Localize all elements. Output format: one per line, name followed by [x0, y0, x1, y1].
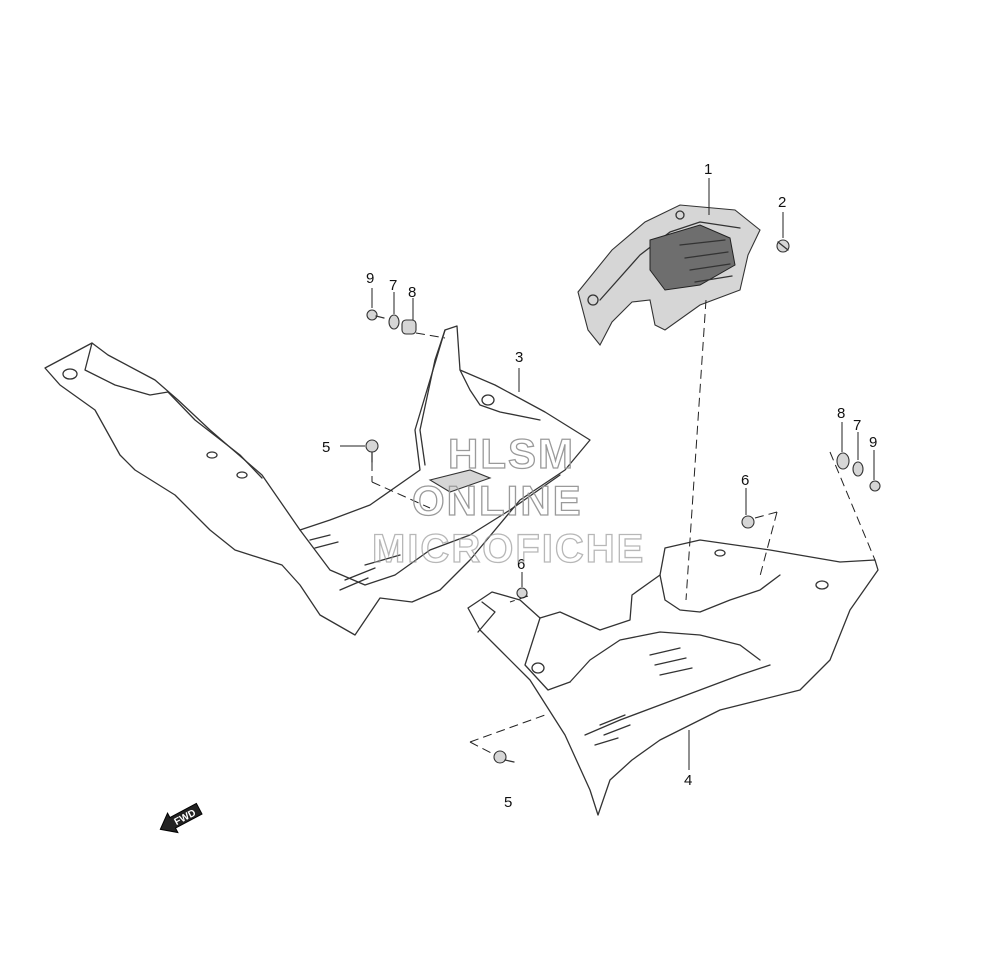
callout-3: 3 [515, 349, 523, 366]
washer-7-right [852, 461, 864, 477]
callout-8-right: 8 [837, 405, 845, 422]
callout-6-lower: 6 [517, 556, 525, 573]
watermark-line-3: MICROFICHE [372, 527, 645, 571]
callout-1: 1 [704, 161, 712, 178]
callout-4: 4 [684, 772, 692, 789]
grommet-8-right [836, 452, 850, 470]
callout-8-left: 8 [408, 284, 416, 301]
callout-7-left: 7 [389, 277, 397, 294]
callout-2: 2 [778, 194, 786, 211]
watermark-line-1: HLSM [448, 430, 575, 477]
bolt-5-upper [365, 439, 379, 463]
floorboard-part-4 [467, 539, 879, 816]
grommet-8-left [401, 319, 417, 335]
callout-7-right: 7 [853, 417, 861, 434]
washer-7-left [388, 314, 400, 330]
fastener-9-left [366, 309, 385, 321]
bolt-6-upper [741, 515, 755, 529]
bolt-part-2 [776, 239, 790, 253]
fwd-arrow-label: FWD [173, 808, 198, 828]
callout-5-upper: 5 [322, 439, 330, 456]
fastener-9-right [869, 480, 881, 492]
callout-9-right: 9 [869, 434, 877, 451]
callout-9-left: 9 [366, 270, 374, 287]
leader-lines [340, 178, 876, 770]
watermark: HLSM ONLINE MICROFICHE [371, 429, 645, 571]
bolt-5-lower [493, 750, 515, 764]
cover-part-1 [577, 204, 761, 347]
fwd-arrow: FWD [159, 802, 203, 834]
callout-6-upper: 6 [741, 472, 749, 489]
callout-5-lower: 5 [504, 794, 512, 811]
watermark-line-2: ONLINE [412, 477, 583, 524]
floorboard-part-3 [44, 325, 591, 636]
